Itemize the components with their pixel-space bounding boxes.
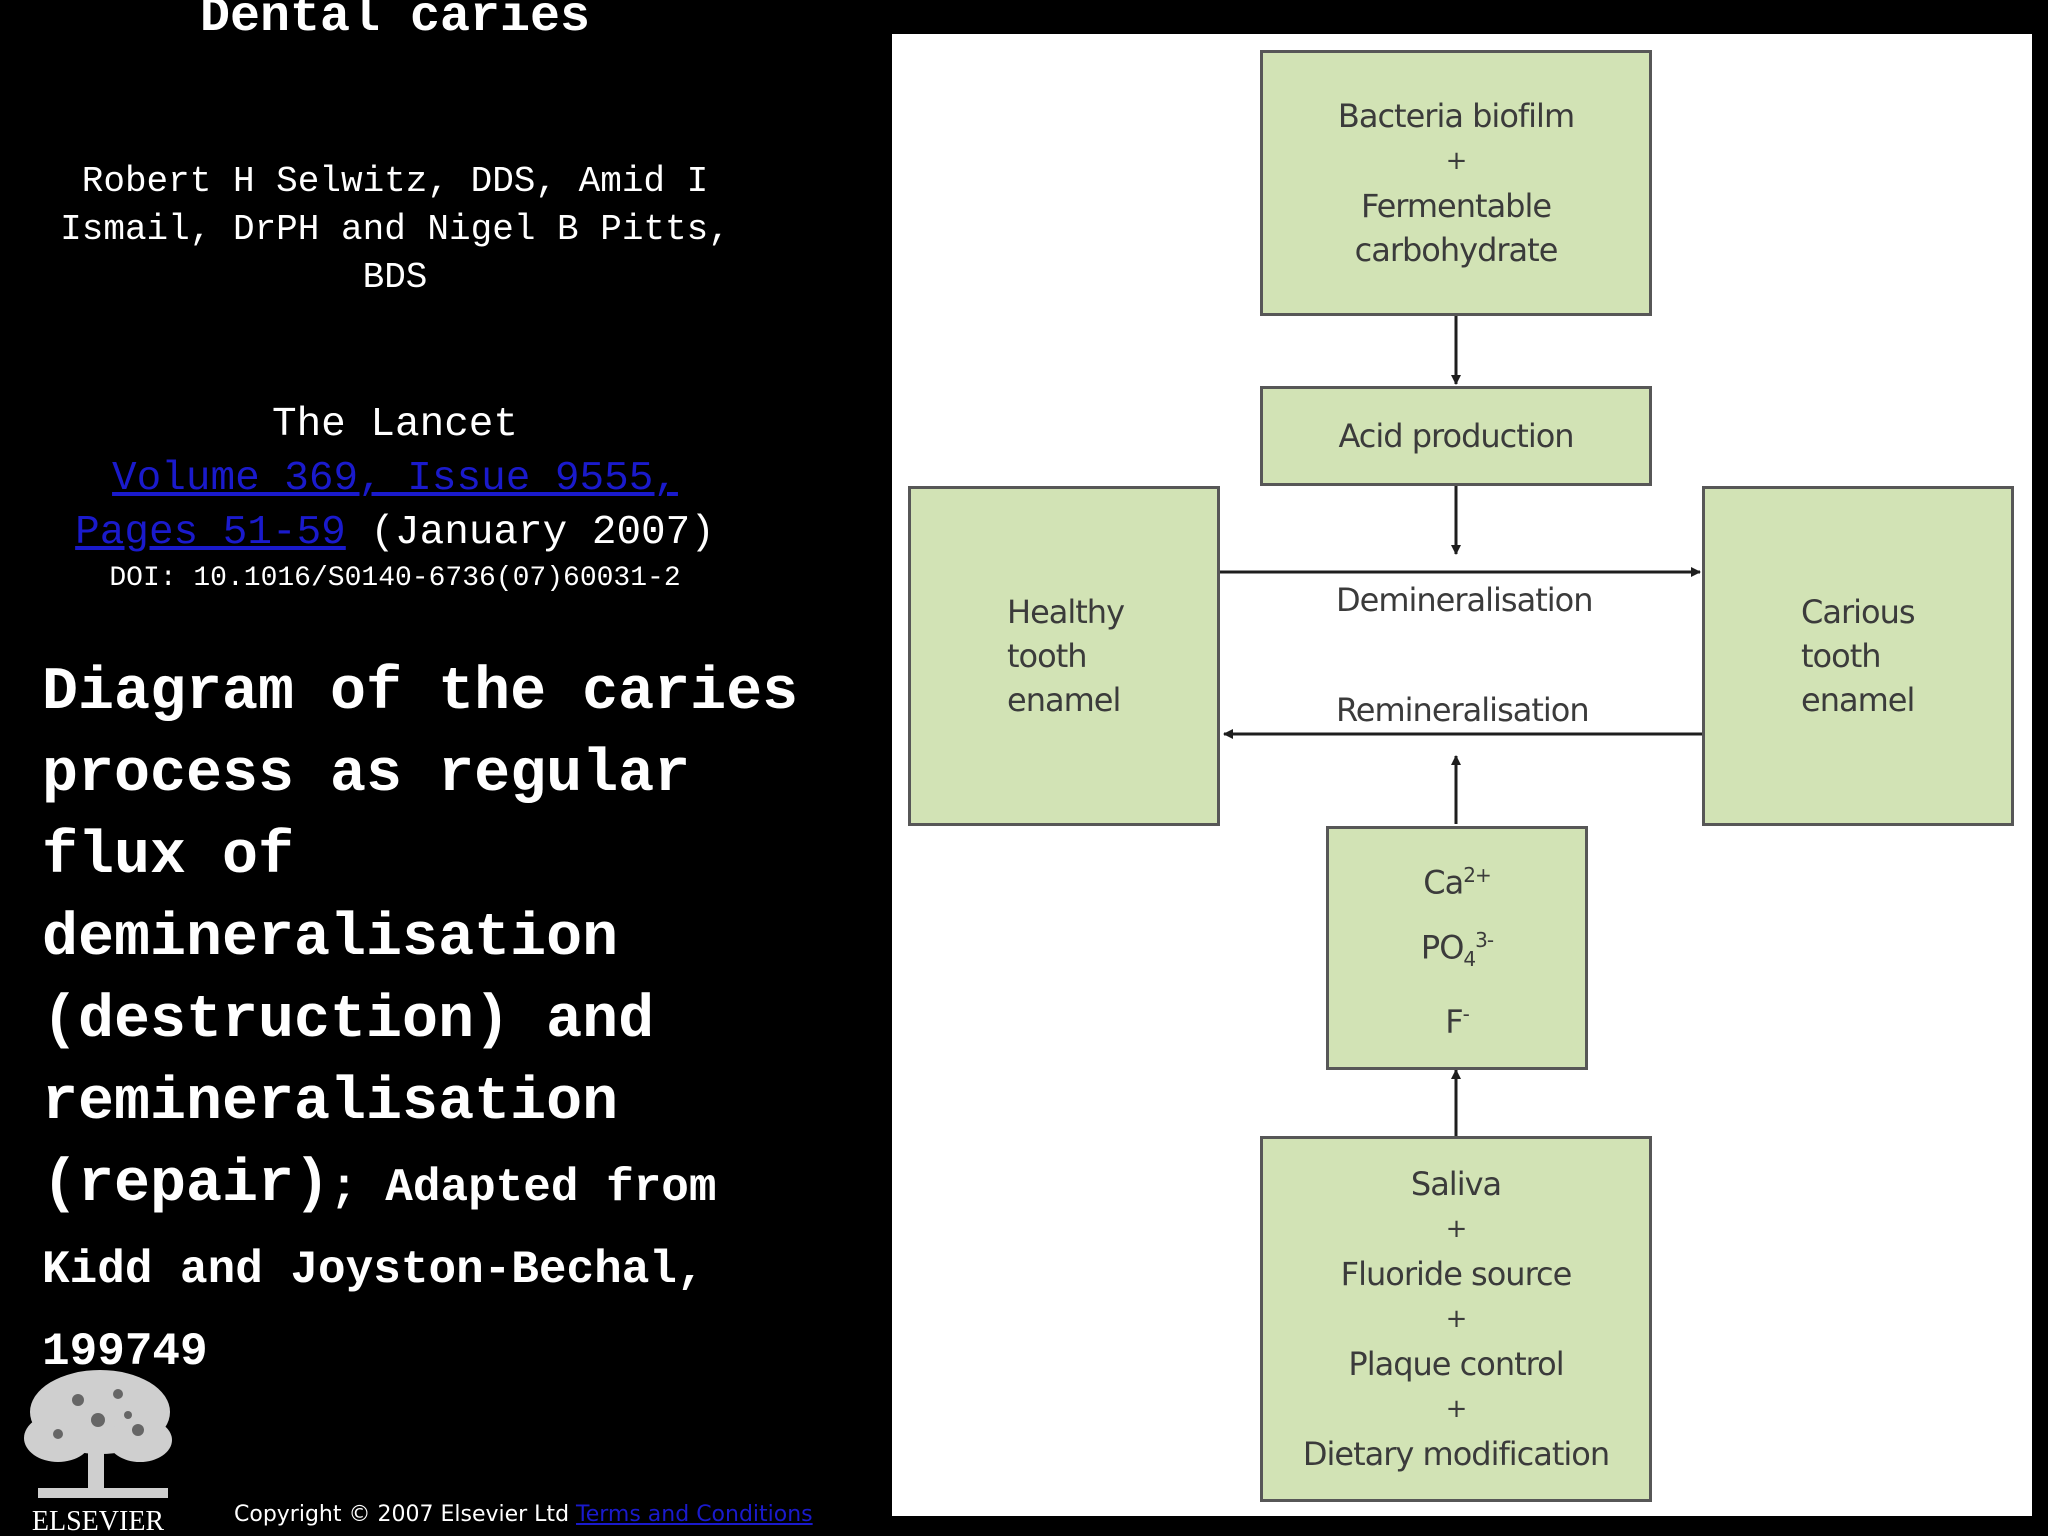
plaque-control-label: Plaque control xyxy=(1348,1345,1564,1383)
caries-process-diagram: Bacteria biofilm + Fermentable carbohydr… xyxy=(892,34,2032,1516)
healthy-line-3: enamel xyxy=(1007,681,1121,719)
copyright-text: Copyright © 2007 Elsevier Ltd xyxy=(234,1502,577,1527)
saliva-label: Saliva xyxy=(1410,1165,1502,1203)
fluoride-source-label: Fluoride source xyxy=(1340,1255,1573,1293)
carious-line-2: tooth xyxy=(1801,637,1882,675)
journal-name: The Lancet xyxy=(271,402,519,448)
dietary-modification-label: Dietary modification xyxy=(1302,1435,1610,1473)
healthy-line-2: tooth xyxy=(1007,637,1088,675)
authors-line: Robert H Selwitz, DDS, Amid I Ismail, Dr… xyxy=(60,161,730,298)
elsevier-logo: ELSEVIER xyxy=(24,1370,172,1536)
figure-caption: Diagram of the caries process as regular… xyxy=(42,652,822,1390)
demineralisation-label: Demineralisation xyxy=(1336,581,1593,619)
caption-source: ; Adapted from Kidd and Joyston-Bechal, … xyxy=(42,1162,717,1378)
remineralisation-label: Remineralisation xyxy=(1336,691,1590,729)
acid-production-label: Acid production xyxy=(1338,417,1574,455)
logo-wordmark: ELSEVIER xyxy=(32,1506,165,1536)
publication-date: (January 2007) xyxy=(345,510,715,556)
phosphate-ion: PO43- xyxy=(1420,928,1494,972)
healthy-line-1: Healthy xyxy=(1007,593,1125,631)
citation: The Lancet Volume 369, Issue 9555, Pages… xyxy=(40,398,750,598)
box-carious-enamel: Carious tooth enamel xyxy=(1702,486,2014,826)
plus-sign: + xyxy=(1445,1304,1468,1334)
box-bacteria-biofilm: Bacteria biofilm + Fermentable carbohydr… xyxy=(1260,50,1652,316)
carious-line-1: Carious xyxy=(1801,593,1916,631)
plus-sign: + xyxy=(1445,1394,1468,1424)
bacteria-biofilm-label: Bacteria biofilm xyxy=(1337,97,1575,135)
plus-sign: + xyxy=(1445,146,1468,176)
tree-icon xyxy=(24,1370,172,1498)
calcium-ion: Ca2+ xyxy=(1423,862,1491,902)
copyright-line: Copyright © 2007 Elsevier Ltd Terms and … xyxy=(234,1502,813,1527)
doi-text: DOI: 10.1016/S0140-6736(07)60031-2 xyxy=(109,563,681,594)
volume-link[interactable]: Volume 369, Issue 9555, Pages 51-59 xyxy=(75,456,678,556)
box-protective-factors: Saliva + Fluoride source + Plaque contro… xyxy=(1260,1136,1652,1502)
box-acid-production: Acid production xyxy=(1260,386,1652,486)
slide-title: Dental caries xyxy=(199,0,591,46)
fluoride-ion: F- xyxy=(1445,1001,1470,1041)
diagram-arrows xyxy=(1220,316,1704,1136)
carbohydrate-label: carbohydrate xyxy=(1354,231,1559,269)
carious-line-3: enamel xyxy=(1801,681,1915,719)
caption-main: Diagram of the caries process as regular… xyxy=(42,659,799,1219)
fermentable-label: Fermentable xyxy=(1360,187,1552,225)
plus-sign: + xyxy=(1445,1214,1468,1244)
slide-text-panel: Dental caries Robert H Selwitz, DDS, Ami… xyxy=(0,0,890,1536)
box-mineral-ions: Ca2+ PO43- F- xyxy=(1326,826,1588,1070)
terms-link[interactable]: Terms and Conditions xyxy=(576,1502,813,1527)
box-healthy-enamel: Healthy tooth enamel xyxy=(908,486,1220,826)
